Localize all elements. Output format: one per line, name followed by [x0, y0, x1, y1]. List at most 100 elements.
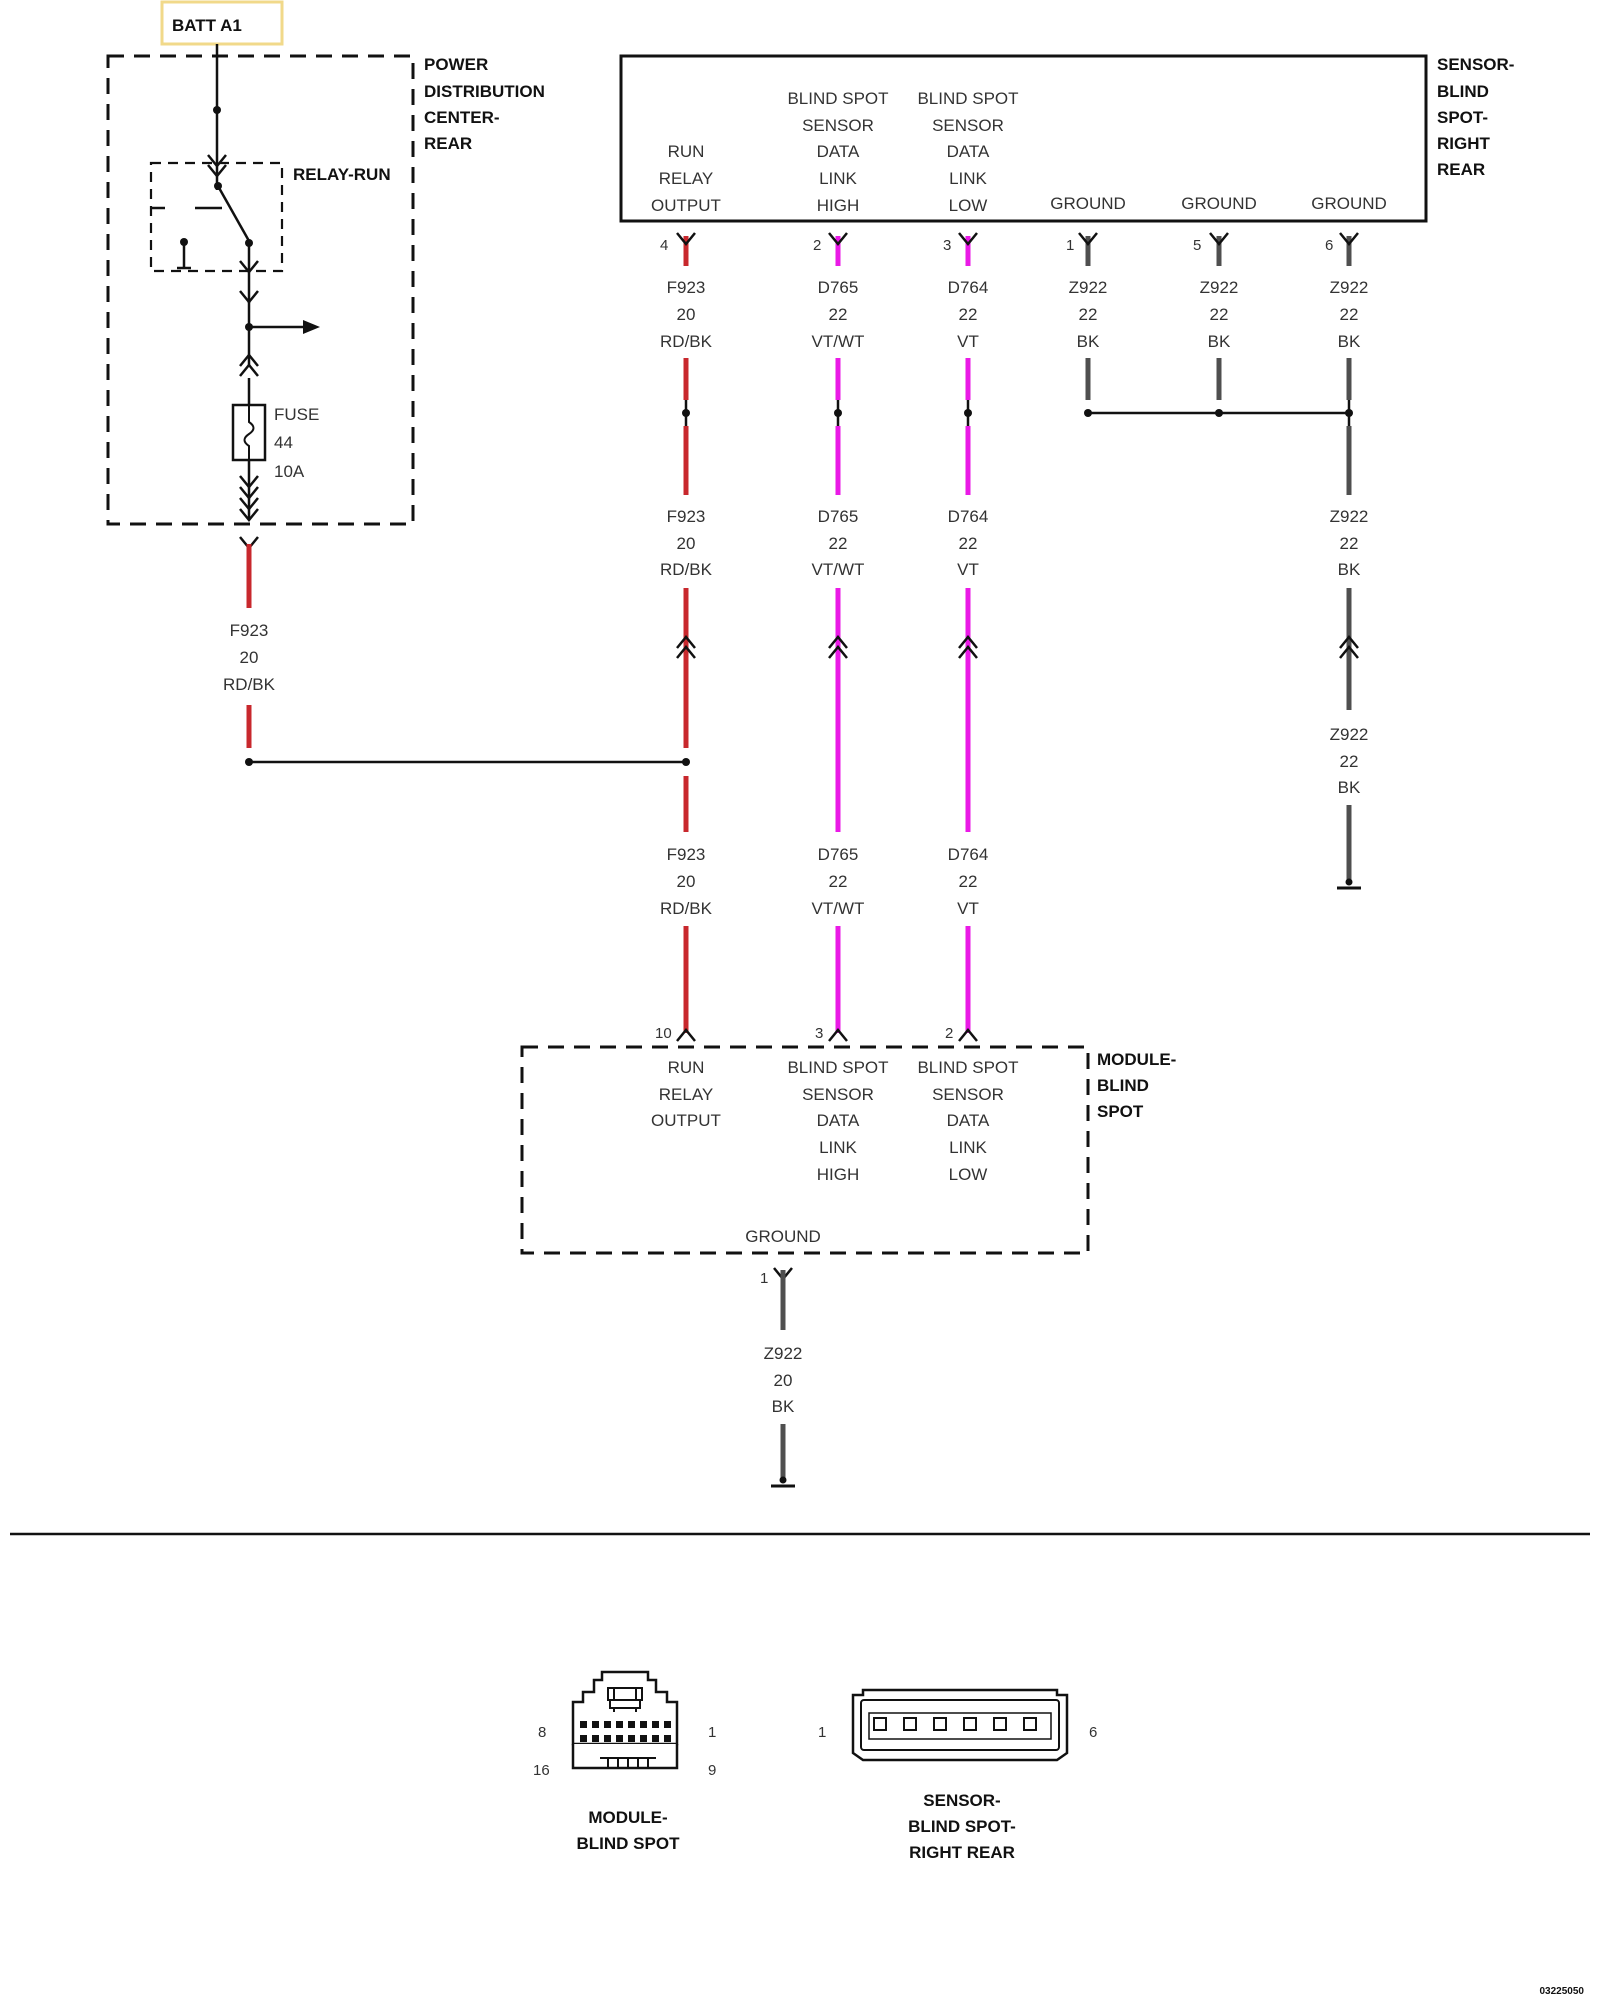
svg-text:LINK: LINK [949, 169, 987, 188]
svg-text:4: 4 [660, 237, 668, 254]
svg-text:D764: D764 [948, 278, 989, 297]
svg-text:3: 3 [943, 237, 951, 254]
svg-text:LINK: LINK [819, 1138, 857, 1157]
ground-symbol-module [769, 1475, 797, 1488]
svg-text:REAR: REAR [1437, 160, 1485, 179]
svg-text:HIGH: HIGH [817, 1165, 860, 1184]
svg-text:VT: VT [957, 899, 979, 918]
svg-text:LINK: LINK [819, 169, 857, 188]
sensor-pin-labels: RUN RELAY OUTPUT BLIND SPOT SENSOR DATA … [651, 89, 1387, 215]
svg-text:LOW: LOW [949, 196, 988, 215]
svg-text:MODULE-: MODULE- [588, 1808, 667, 1827]
svg-text:SENSOR: SENSOR [932, 116, 1004, 135]
svg-text:10A: 10A [274, 462, 305, 481]
svg-text:GROUND: GROUND [745, 1227, 821, 1246]
pdc-title: POWER DISTRIBUTION CENTER- REAR [424, 55, 545, 153]
svg-text:RIGHT REAR: RIGHT REAR [909, 1843, 1015, 1862]
svg-text:VT/WT: VT/WT [812, 899, 865, 918]
lower-wire-labels: F923 20 RD/BK D765 22 VT/WT D764 22 VT [660, 845, 988, 918]
svg-text:VT/WT: VT/WT [812, 332, 865, 351]
module-box [520, 1045, 1090, 1255]
svg-text:BLIND SPOT: BLIND SPOT [917, 89, 1018, 108]
svg-text:POWER: POWER [424, 55, 488, 74]
module-pin-labels: RUN RELAY OUTPUT BLIND SPOT SENSOR DATA … [651, 1058, 1018, 1246]
svg-text:SPOT-: SPOT- [1437, 108, 1488, 127]
svg-text:20: 20 [677, 872, 696, 891]
upper-wires [683, 358, 1352, 495]
svg-text:D765: D765 [818, 507, 859, 526]
sensor-wire-stubs [675, 231, 1360, 266]
svg-text:22: 22 [829, 534, 848, 553]
svg-text:DATA: DATA [947, 1111, 990, 1130]
svg-text:RD/BK: RD/BK [660, 560, 713, 579]
svg-text:RUN: RUN [668, 142, 705, 161]
svg-text:LINK: LINK [949, 1138, 987, 1157]
svg-text:GROUND: GROUND [1311, 194, 1387, 213]
ground-lower-wire-label: Z922 22 BK [1330, 725, 1369, 797]
svg-text:RD/BK: RD/BK [660, 332, 713, 351]
svg-text:D765: D765 [818, 845, 859, 864]
svg-text:1: 1 [818, 1724, 826, 1741]
svg-text:RIGHT: RIGHT [1437, 134, 1491, 153]
svg-text:6: 6 [1089, 1724, 1097, 1741]
lower-wires [676, 926, 978, 1042]
svg-text:VT/WT: VT/WT [812, 560, 865, 579]
svg-text:44: 44 [274, 433, 293, 452]
svg-text:22: 22 [829, 872, 848, 891]
svg-text:SPOT: SPOT [1097, 1102, 1144, 1121]
svg-text:Z922: Z922 [1330, 725, 1369, 744]
svg-text:BK: BK [1077, 332, 1100, 351]
svg-text:20: 20 [774, 1371, 793, 1390]
svg-text:MODULE-: MODULE- [1097, 1050, 1176, 1069]
svg-text:BLIND SPOT: BLIND SPOT [787, 1058, 888, 1077]
svg-text:22: 22 [959, 872, 978, 891]
svg-text:BLIND: BLIND [1097, 1076, 1149, 1095]
svg-text:OUTPUT: OUTPUT [651, 1111, 721, 1130]
svg-text:SENSOR-: SENSOR- [923, 1791, 1000, 1810]
svg-text:BK: BK [1208, 332, 1231, 351]
svg-text:RELAY: RELAY [659, 1085, 714, 1104]
sensor-box [619, 54, 1428, 223]
svg-text:Z922: Z922 [764, 1344, 803, 1363]
splices [682, 400, 1353, 426]
svg-text:GROUND: GROUND [1050, 194, 1126, 213]
svg-text:Z922: Z922 [1330, 278, 1369, 297]
svg-text:20: 20 [677, 534, 696, 553]
svg-text:F923: F923 [667, 278, 706, 297]
svg-text:OUTPUT: OUTPUT [651, 196, 721, 215]
svg-text:5: 5 [1193, 237, 1201, 254]
svg-text:20: 20 [240, 648, 259, 667]
svg-text:BLIND SPOT: BLIND SPOT [917, 1058, 1018, 1077]
svg-text:DATA: DATA [817, 1111, 860, 1130]
svg-text:RD/BK: RD/BK [660, 899, 713, 918]
svg-text:1: 1 [708, 1724, 716, 1741]
svg-text:DISTRIBUTION: DISTRIBUTION [424, 82, 545, 101]
svg-text:BLIND: BLIND [1437, 82, 1489, 101]
svg-text:F923: F923 [230, 621, 269, 640]
pdc-box [106, 54, 415, 526]
svg-text:SENSOR: SENSOR [802, 1085, 874, 1104]
svg-text:2: 2 [945, 1025, 953, 1042]
svg-text:BK: BK [772, 1397, 795, 1416]
svg-text:VT: VT [957, 560, 979, 579]
svg-text:22: 22 [959, 305, 978, 324]
svg-text:GROUND: GROUND [1181, 194, 1257, 213]
sensor-title: SENSOR- BLIND SPOT- RIGHT REAR [1437, 55, 1514, 179]
svg-text:8: 8 [538, 1724, 546, 1741]
svg-text:22: 22 [1340, 534, 1359, 553]
svg-text:DATA: DATA [817, 142, 860, 161]
relay-label: RELAY-RUN [293, 165, 391, 184]
svg-text:RD/BK: RD/BK [223, 675, 276, 694]
svg-text:SENSOR-: SENSOR- [1437, 55, 1514, 74]
svg-text:BLIND SPOT: BLIND SPOT [787, 89, 888, 108]
fuse-label: FUSE 44 10A [274, 405, 319, 481]
svg-text:2: 2 [813, 237, 821, 254]
svg-text:LOW: LOW [949, 1165, 988, 1184]
mid-wire-labels: F923 20 RD/BK D765 22 VT/WT D764 22 VT Z… [660, 507, 1368, 579]
module-ground-pin: 1 [760, 1270, 768, 1287]
ground-symbol-sensor [1335, 877, 1363, 890]
svg-text:D765: D765 [818, 278, 859, 297]
svg-text:Z922: Z922 [1330, 507, 1369, 526]
svg-text:Z922: Z922 [1200, 278, 1239, 297]
